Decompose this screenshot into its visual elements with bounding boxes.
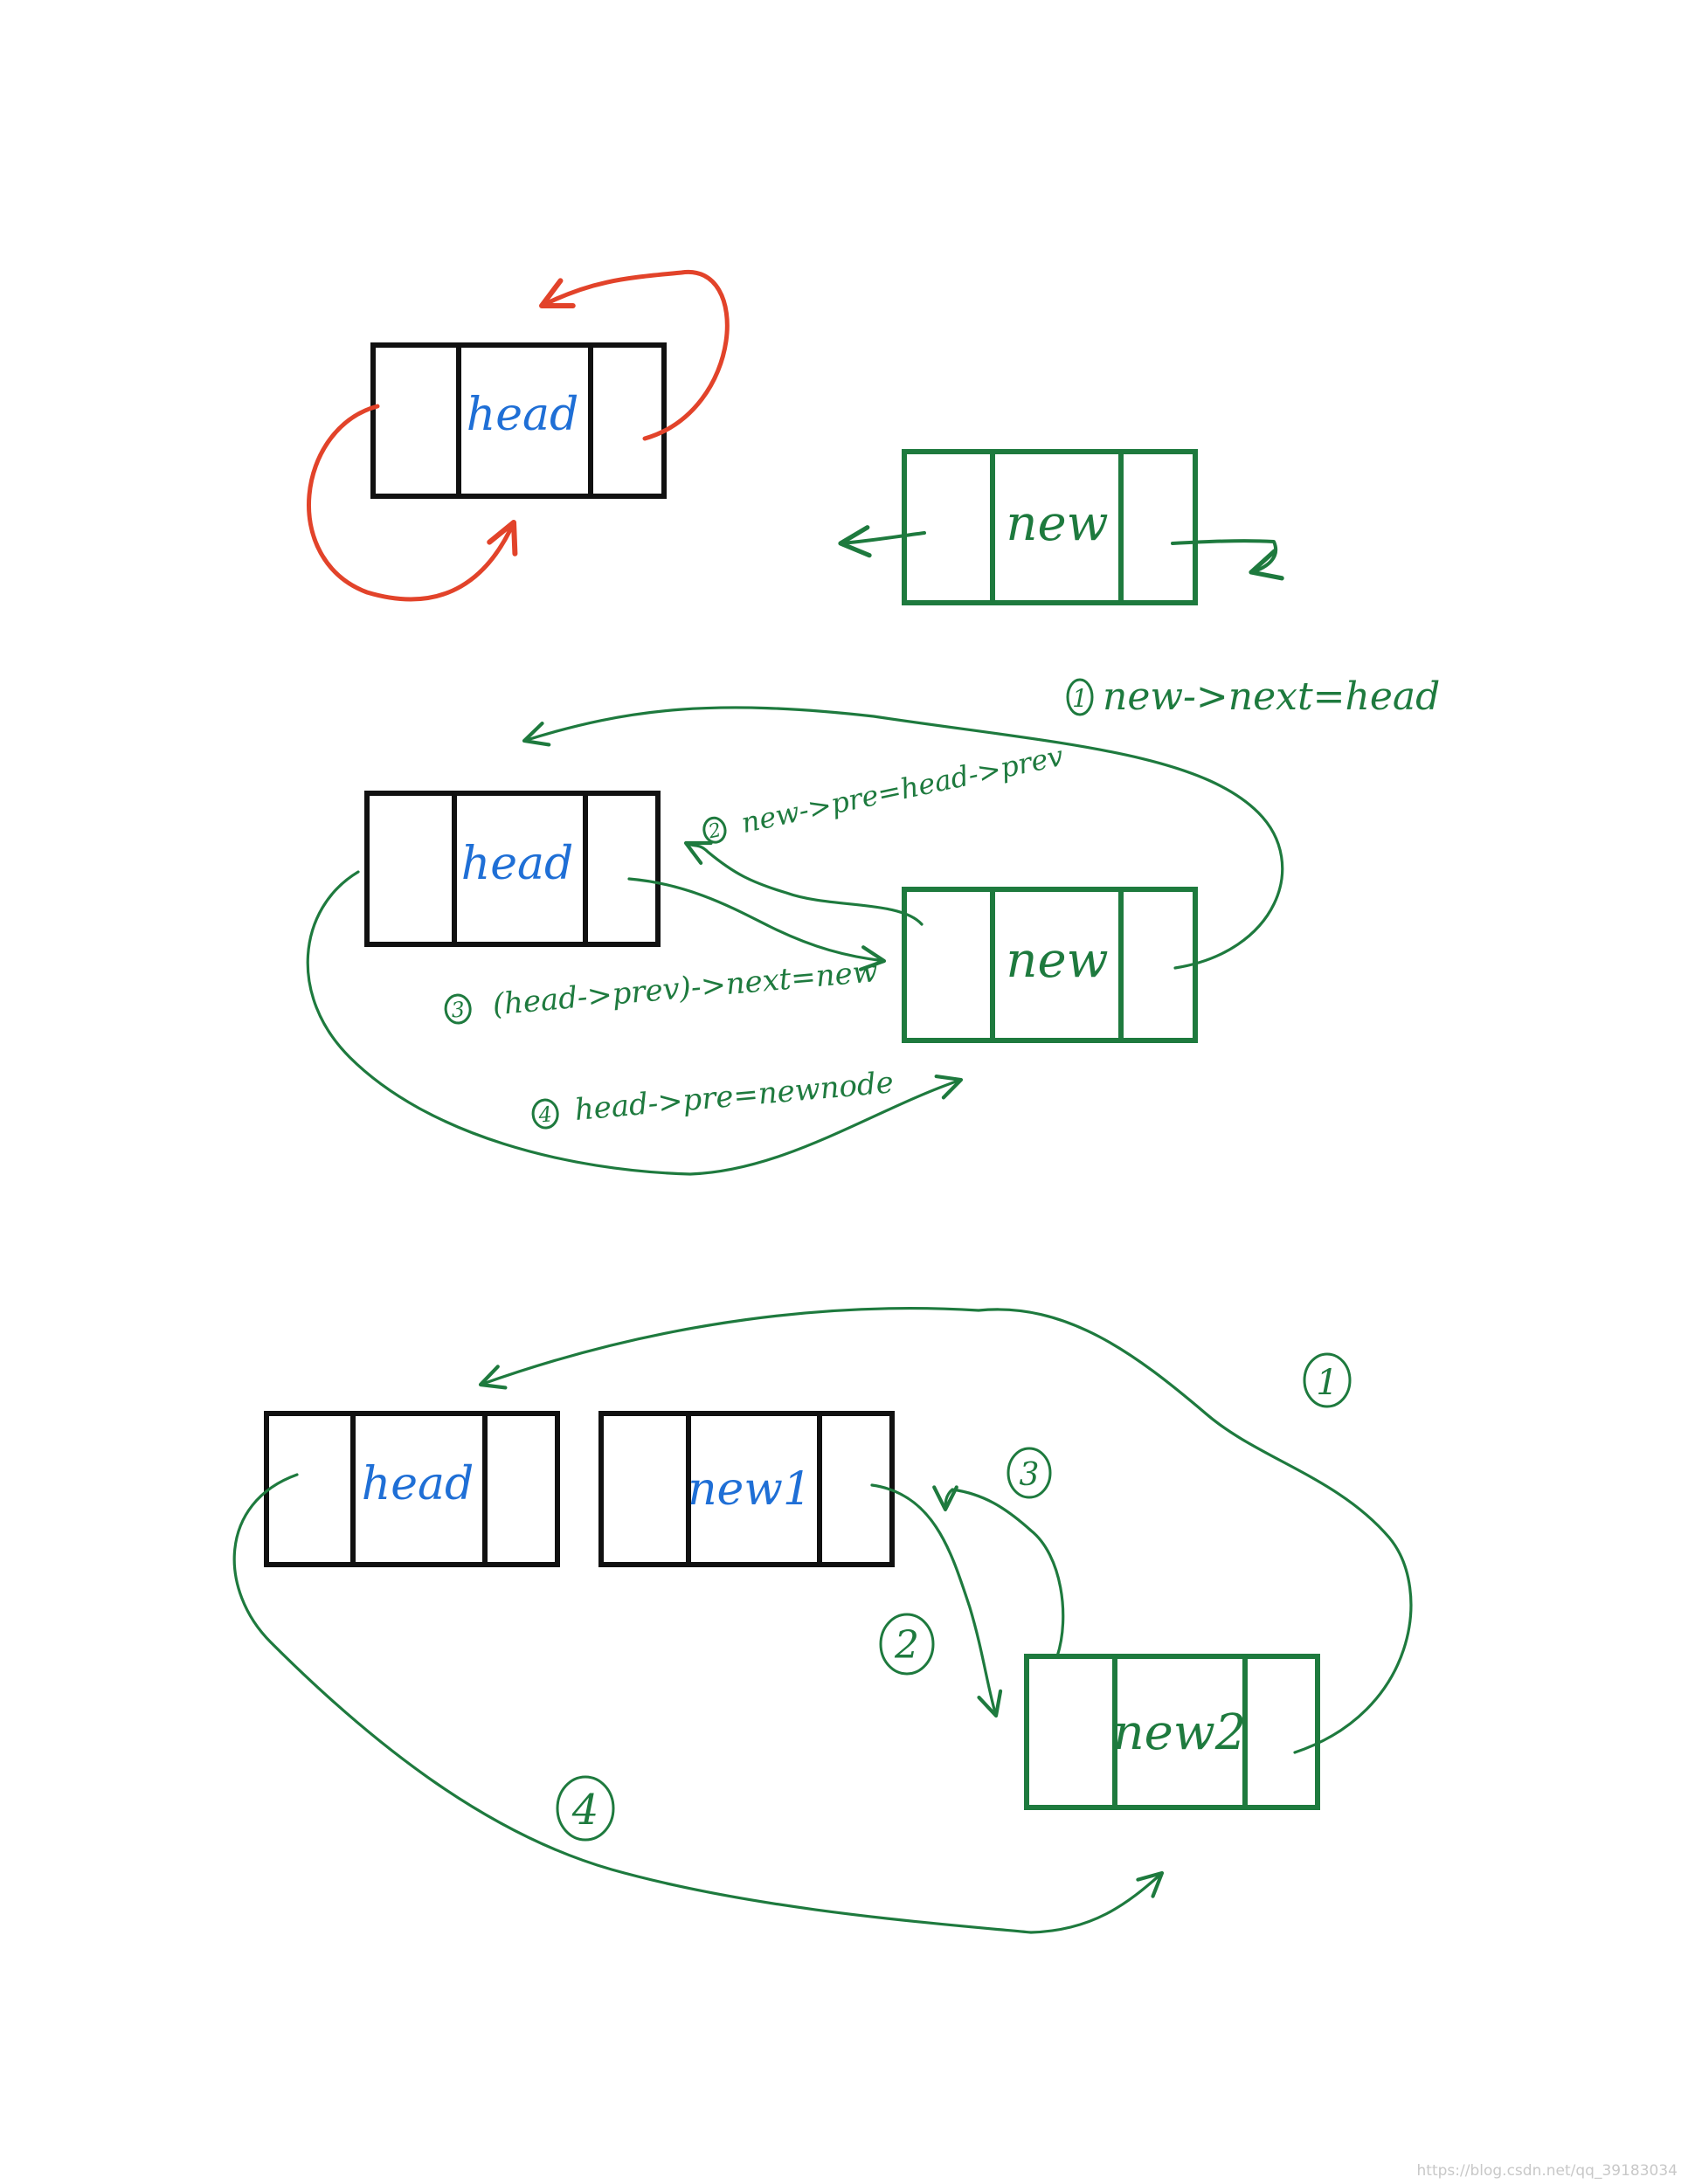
step-2-note: 2 new->pre=head->prev [702, 739, 1066, 844]
new2-node: new2 [1024, 1654, 1320, 1810]
step-3-text: (head->prev)->next=new [491, 954, 879, 1022]
step-3-note: 3 (head->prev)->next=new [444, 954, 879, 1025]
section-3-insert-after-new1: head new1 new2 1 2 [232, 1307, 1413, 1934]
step-1-note: 1 new->next=head [1066, 674, 1440, 719]
head-node-1-label: head [467, 389, 579, 441]
new2-node-label: new2 [1113, 1704, 1247, 1761]
new-node-2-label: new [1006, 932, 1108, 989]
section3-step-3-arrow [932, 1485, 1065, 1658]
section3-step-2-label: 2 [879, 1613, 935, 1676]
step-3-head-prev-next-arrow [627, 877, 887, 971]
new1-node: new1 [598, 1411, 895, 1567]
head-node-3: head [264, 1411, 560, 1567]
step-4-head-pre-arrow [306, 870, 964, 1176]
new-node-2: new [902, 887, 1198, 1043]
head-node-1: head [370, 342, 667, 499]
new-prev-dangling-arrow [838, 525, 926, 558]
watermark: https://blog.csdn.net/qq_39183034 [1417, 2162, 1678, 2180]
head-node-2-label: head [461, 838, 574, 890]
step-2-new-pre-arrow [683, 840, 924, 926]
new-node-1: new [902, 449, 1198, 605]
section-1-single-head: head new [307, 270, 1284, 605]
new-next-dangling-arrow [1171, 539, 1284, 581]
svg-text:4: 4 [536, 1102, 553, 1127]
section3-step-4-arrow [232, 1473, 1165, 1934]
svg-text:1: 1 [1072, 684, 1088, 713]
step-2-text: new->pre=head->prev [738, 739, 1066, 840]
section3-step-1-label: 1 [1303, 1352, 1352, 1408]
section3-step-3-label: 3 [1007, 1447, 1052, 1499]
section-2-insert-new: head new 1 new->next=head 2 new->pre=hea… [306, 674, 1440, 1176]
step-1-new-next-head-arrow [522, 706, 1284, 970]
section3-step-2-arrow [870, 1483, 1003, 1718]
step-4-text: head->pre=newnode [573, 1065, 895, 1128]
step-4-note: 4 head->pre=newnode [531, 1065, 895, 1130]
svg-text:3: 3 [1020, 1457, 1040, 1493]
svg-text:2: 2 [894, 1623, 919, 1668]
svg-text:2: 2 [706, 819, 723, 844]
new1-node-label: new1 [688, 1463, 812, 1516]
head-prev-self-loop-arrow [307, 404, 518, 602]
head-node-2: head [364, 791, 661, 947]
svg-text:3: 3 [450, 997, 466, 1022]
head-next-self-loop-arrow [539, 270, 730, 441]
svg-text:1: 1 [1316, 1363, 1338, 1403]
step-1-text: new->next=head [1103, 674, 1440, 719]
section3-step-4-label: 4 [556, 1775, 615, 1842]
svg-text:4: 4 [571, 1786, 599, 1835]
new-node-1-label: new [1006, 495, 1108, 552]
head-node-3-label: head [362, 1458, 474, 1510]
section3-step-1-arrow [478, 1307, 1413, 1754]
